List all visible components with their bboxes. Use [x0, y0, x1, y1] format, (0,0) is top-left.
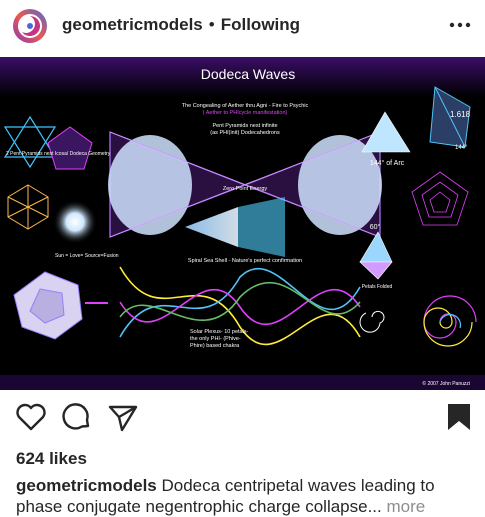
- more-options-icon[interactable]: [447, 12, 473, 38]
- sun-glow: [53, 200, 97, 244]
- text-pent-pyramids: Pent Pyramids nest infinite: [212, 123, 277, 129]
- text-144: 144°: [455, 145, 468, 151]
- caption-more-link[interactable]: more: [386, 497, 426, 516]
- follow-status-button[interactable]: Following: [220, 15, 301, 34]
- dodecahedron-shape: [13, 271, 83, 340]
- username-link[interactable]: geometricmodels: [62, 15, 203, 34]
- text-zero-point: Zero Point Energy: [223, 186, 268, 192]
- text-solar-2: the only PHI- (Phive-: [190, 336, 241, 342]
- right-phi-tetra: [429, 86, 471, 148]
- central-bowtie-shape: [108, 131, 382, 238]
- text-solar-3: Phire) based chakra: [190, 343, 240, 349]
- separator-dot: •: [208, 15, 215, 34]
- left-icosa-shape: [7, 184, 49, 230]
- small-spiral: [359, 310, 385, 333]
- likes-count[interactable]: 624 likes: [16, 449, 87, 468]
- caption-text: Dodeca centripetal waves leading to phas…: [16, 476, 435, 516]
- post-actions: [0, 400, 485, 440]
- post-image[interactable]: Dodeca Waves The Congealing of Aether th…: [0, 57, 485, 390]
- left-pentagon-shape: [47, 126, 93, 170]
- golden-spiral: [423, 295, 477, 347]
- comment-icon[interactable]: [60, 400, 94, 434]
- heart-icon[interactable]: [14, 400, 48, 434]
- right-pentagram-flower: [411, 171, 469, 226]
- text-sun: Sun = Love= Source=Fusion: [55, 253, 119, 259]
- post-header: geometricmodels • Following: [0, 0, 485, 52]
- text-congealing-paren: ( Aether to PHIcycle manifestation): [203, 110, 288, 116]
- dodeca-waves-artwork: Dodeca Waves The Congealing of Aether th…: [0, 57, 485, 390]
- text-pent-pyramids-2: (as PHI(init) Dodecahedrons: [210, 130, 280, 136]
- bookmark-icon[interactable]: [442, 400, 476, 434]
- post-caption: geometricmodels Dodeca centripetal waves…: [16, 475, 476, 517]
- avatar[interactable]: [12, 8, 48, 44]
- text-solar-1: Solar Plexus- 10 petals-: [190, 329, 249, 335]
- text-60: 60°: [370, 223, 381, 231]
- artwork-title: Dodeca Waves: [201, 66, 295, 82]
- text-copyright: © 2007 John Panuzzi: [422, 380, 470, 387]
- text-congealing: The Congealing of Aether thru Agni - Fir…: [182, 103, 309, 109]
- left-star-tetrahedron: [3, 115, 57, 169]
- sine-waves: [119, 266, 361, 346]
- text-arc: 144° of Arc: [370, 159, 405, 167]
- text-petals: Petals Folded: [362, 284, 393, 290]
- text-spiral: Spiral Sea Shell - Nature's perfect conf…: [188, 258, 302, 264]
- caption-username[interactable]: geometricmodels: [16, 476, 157, 495]
- cone-spiral-shape: [185, 197, 285, 257]
- text-phi: 1.618: [450, 110, 471, 119]
- share-icon[interactable]: [106, 400, 140, 434]
- text-left-pyramids: 2 Pent Pyramids nest Icosa/ Dodeca Geome…: [6, 151, 111, 157]
- header-user-line: geometricmodels • Following: [62, 15, 300, 35]
- petal-pyramid: [359, 231, 393, 280]
- right-pyramid-144: [361, 111, 411, 153]
